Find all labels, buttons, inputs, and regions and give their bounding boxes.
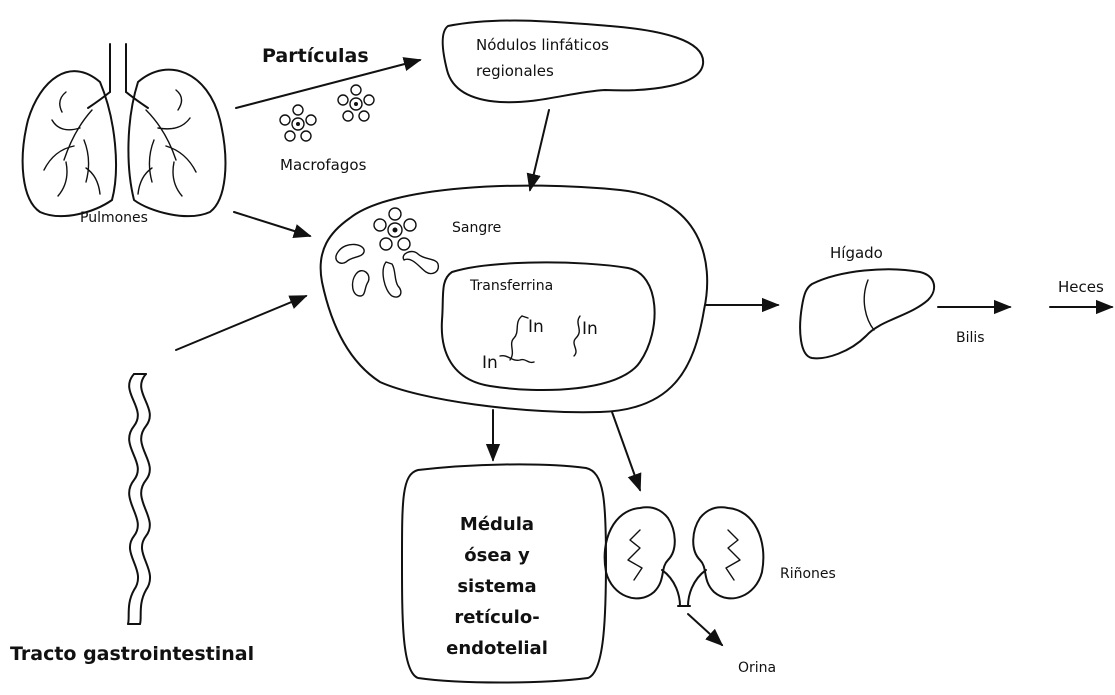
label-higado: Hígado — [830, 244, 883, 262]
label-sangre: Sangre — [452, 220, 501, 236]
label-medula-line-3: sistema — [457, 576, 536, 597]
label-transferrina: Transferrina — [469, 278, 553, 294]
label-rinones: Riñones — [780, 566, 836, 582]
lungs-illustration — [23, 44, 226, 216]
arrow-blood-to-kidneys — [612, 412, 640, 490]
blood-cells — [336, 208, 438, 297]
label-tracto: Tracto gastrointestinal — [10, 643, 254, 665]
label-orina: Orina — [738, 660, 776, 676]
arrow-lungs-to-blood — [234, 212, 310, 236]
gastrointestinal-tract-shape — [140, 374, 150, 624]
label-in-3: In — [482, 353, 498, 373]
label-in-1: In — [528, 317, 544, 337]
arrow-gi-to-blood — [176, 296, 306, 350]
label-nodulos-1: Nódulos linfáticos — [476, 36, 609, 54]
label-medula-line-2: ósea y — [464, 545, 530, 566]
label-particulas: Partículas — [262, 45, 369, 67]
label-macrofagos: Macrofagos — [280, 156, 367, 174]
arrow-lymph-to-blood — [530, 110, 549, 190]
label-medula-line-1: Médula — [460, 514, 534, 535]
label-heces: Heces — [1058, 278, 1104, 296]
label-bilis: Bilis — [956, 330, 985, 346]
label-nodulos-2: regionales — [476, 62, 554, 80]
arrow-kidneys-to-urine — [688, 614, 722, 645]
kidneys-illustration — [605, 507, 764, 606]
arrow-lungs-to-lymph — [236, 60, 420, 108]
label-in-2: In — [582, 319, 598, 339]
label-pulmones: Pulmones — [80, 210, 148, 226]
label-medula-line-4: retículo- — [454, 607, 539, 628]
label-medula: Médula ósea y sistema retículo- endoteli… — [446, 514, 548, 659]
label-medula-line-5: endotelial — [446, 638, 548, 659]
